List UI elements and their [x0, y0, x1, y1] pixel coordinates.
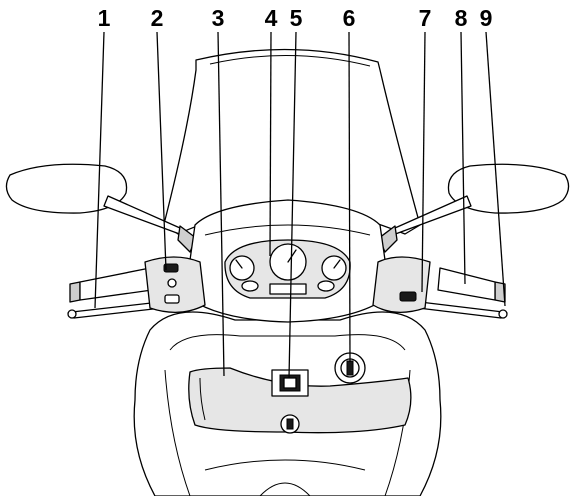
glove-compartment	[188, 367, 412, 434]
right-switch-housing	[372, 256, 431, 313]
callout-9: 9	[480, 5, 493, 31]
right-brake-lever	[417, 301, 504, 319]
callout-8: 8	[455, 5, 468, 31]
left-switch-housing	[144, 256, 206, 313]
callout-numbers: 1 2 3 4 5 6 7 8 9	[98, 5, 493, 31]
callout-4: 4	[265, 5, 278, 31]
left-brake-lever	[71, 301, 163, 319]
instrument-panel	[224, 239, 351, 299]
callout-2: 2	[151, 5, 164, 31]
callout-5: 5	[290, 5, 303, 31]
right-handlebar	[417, 267, 508, 319]
callout-1: 1	[98, 5, 111, 31]
callout-6: 6	[343, 5, 356, 31]
compartment-lock-icon	[280, 414, 300, 434]
callout-7: 7	[419, 5, 432, 31]
leader-lines	[94, 31, 506, 379]
left-handlebar	[67, 267, 163, 319]
callout-3: 3	[212, 5, 225, 31]
center-switch	[271, 369, 309, 397]
